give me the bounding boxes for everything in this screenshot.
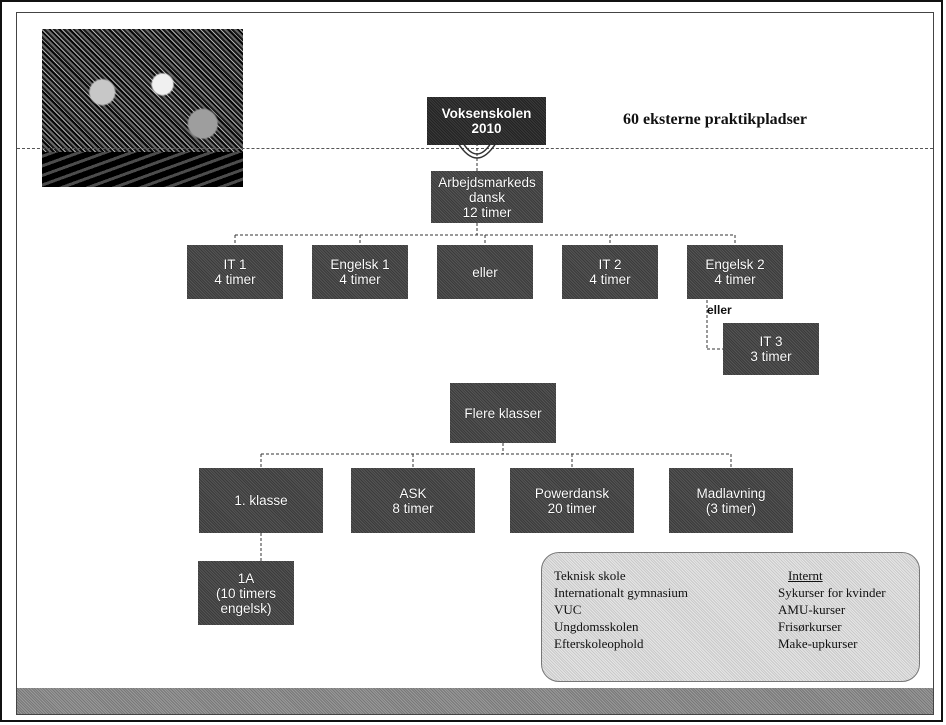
- powerdansk-label: Powerdansk: [534, 485, 610, 501]
- class-1a-label: 1A: [237, 570, 255, 586]
- external-item: Teknisk skole: [554, 568, 626, 583]
- dashed-divider: [17, 148, 933, 149]
- madlavning-hours: (3 timer): [705, 500, 757, 516]
- footer-bar: [17, 688, 933, 714]
- flere-klasser-label: Flere klasser: [464, 405, 542, 421]
- internal-item: Make-upkurser: [778, 636, 858, 651]
- it3-box: IT 3 3 timer: [723, 323, 819, 375]
- ask-label: ASK: [399, 485, 427, 501]
- external-item: Ungdomsskolen: [554, 619, 639, 634]
- internal-item: Frisørkurser: [778, 619, 842, 634]
- ask-hours: 8 timer: [392, 500, 434, 516]
- external-item: Internationalt gymnasium: [554, 585, 688, 600]
- voksenskolen-year: 2010: [471, 121, 502, 136]
- it1-hours: 4 timer: [214, 272, 256, 287]
- it3-label: IT 3: [759, 334, 783, 349]
- external-item: VUC: [554, 602, 582, 617]
- klasse1-box: 1. klasse: [199, 468, 323, 533]
- madlavning-box: Madlavning (3 timer): [669, 468, 793, 533]
- voksenskolen-box: Voksenskolen 2010: [427, 97, 546, 145]
- it2-box: IT 2 4 timer: [562, 245, 658, 299]
- arbejdsmarkedsdansk-line2: dansk: [468, 189, 506, 205]
- class-1a-box: 1A (10 timers engelsk): [198, 561, 294, 625]
- external-list: Teknisk skole Internationalt gymnasium V…: [554, 567, 688, 652]
- it2-hours: 4 timer: [589, 272, 631, 287]
- arbejdsmarkedsdansk-hours: 12 timer: [462, 204, 512, 220]
- powerdansk-box: Powerdansk 20 timer: [510, 468, 634, 533]
- it1-box: IT 1 4 timer: [187, 245, 283, 299]
- it2-label: IT 2: [598, 257, 622, 272]
- internal-item: AMU-kurser: [778, 602, 846, 617]
- arbejdsmarkedsdansk-line1: Arbejdsmarkeds: [438, 174, 536, 190]
- eller-connector-label: eller: [707, 303, 732, 317]
- engelsk1-hours: 4 timer: [339, 272, 381, 287]
- voksenskolen-label: Voksenskolen: [441, 106, 532, 121]
- flere-klasser-box: Flere klasser: [450, 383, 556, 443]
- madlavning-label: Madlavning: [696, 485, 766, 501]
- it3-hours: 3 timer: [750, 349, 792, 364]
- eller-box-label: eller: [472, 264, 498, 280]
- slide: Voksenskolen 2010 60 eksterne praktikpla…: [16, 12, 934, 715]
- it1-label: IT 1: [223, 257, 247, 272]
- engelsk2-label: Engelsk 2: [705, 257, 765, 272]
- arbejdsmarkedsdansk-box: Arbejdsmarkeds dansk 12 timer: [431, 171, 543, 223]
- engelsk2-box: Engelsk 2 4 timer: [687, 245, 783, 299]
- diagram-title: 60 eksterne praktikpladser: [623, 111, 807, 128]
- info-box: Teknisk skole Internationalt gymnasium V…: [541, 552, 920, 682]
- internal-header: Internt: [788, 568, 823, 583]
- klasse1-label: 1. klasse: [234, 493, 288, 508]
- engelsk1-box: Engelsk 1 4 timer: [312, 245, 408, 299]
- connector-lines: [234, 142, 736, 561]
- engelsk2-hours: 4 timer: [714, 272, 756, 287]
- ask-box: ASK 8 timer: [351, 468, 475, 533]
- internal-list: Internt Sykurser for kvinder AMU-kurser …: [778, 567, 886, 652]
- class-1a-detail-line1: (10 timers: [215, 585, 276, 601]
- powerdansk-hours: 20 timer: [547, 500, 597, 516]
- engelsk1-label: Engelsk 1: [330, 257, 390, 272]
- classroom-photo: [42, 29, 243, 187]
- eller-box: eller: [437, 245, 533, 299]
- external-item: Efterskoleophold: [554, 636, 644, 651]
- internal-item: Sykurser for kvinder: [778, 585, 886, 600]
- class-1a-detail-line2: engelsk): [220, 600, 272, 616]
